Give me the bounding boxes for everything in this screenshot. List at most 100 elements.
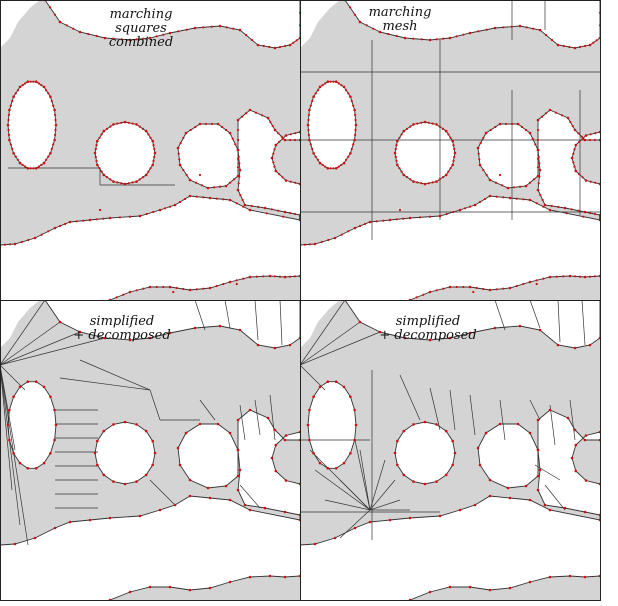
vertex-dot: [293, 138, 297, 142]
vertex-dot: [536, 138, 540, 142]
mesh-edge: [149, 479, 176, 506]
vertex-dot: [87, 32, 90, 36]
vertex-dot: [524, 128, 528, 132]
vertex-dot: [40, 233, 43, 236]
vertex-dot: [598, 574, 600, 578]
mesh-edge: [149, 389, 161, 421]
vertex-dot: [47, 155, 50, 158]
vertex-dot: [208, 286, 212, 290]
vertex-dot: [168, 585, 172, 589]
vertex-dot: [32, 167, 35, 170]
vertex-dot: [298, 24, 300, 27]
vertex-dot: [144, 473, 148, 477]
vertex-dot: [298, 574, 300, 578]
vertex-dot: [63, 222, 67, 226]
vertex-dot: [428, 338, 432, 342]
vertex-dot: [468, 585, 472, 589]
vertex-dot: [396, 463, 399, 467]
vertex-dot: [318, 85, 322, 89]
vertex-dot: [420, 182, 423, 185]
vertex-dot: [593, 212, 597, 216]
vertex-dot: [236, 138, 240, 142]
vertex-dot: [243, 203, 247, 207]
vertex-dot: [193, 326, 197, 330]
mesh-edge: [494, 300, 506, 331]
vertex-dot: [295, 39, 298, 42]
vertex-dot: [329, 80, 332, 83]
vertex-dot: [42, 85, 46, 89]
vertex-dot: [175, 286, 178, 290]
boundary-edge: [477, 123, 539, 189]
vertex-dot: [327, 457, 330, 460]
vertex-dot: [478, 463, 482, 467]
vertex-dot: [583, 44, 587, 48]
vertex-dot: [314, 155, 317, 158]
vertex-dot: [206, 486, 210, 490]
mesh-edge: [359, 449, 371, 511]
vertex-dot: [574, 169, 578, 173]
vertex-dot: [236, 418, 240, 422]
vertex-dot: [488, 478, 492, 482]
vertex-dot: [352, 104, 355, 107]
vertex-dot: [298, 438, 300, 442]
mesh-edge: [300, 321, 361, 366]
vertex-dot: [18, 461, 22, 465]
vertex-dot: [142, 37, 145, 40]
vertex-dot: [42, 161, 46, 165]
vertex-dot: [354, 128, 357, 132]
vertex-dot: [409, 178, 412, 181]
vertex-dot: [162, 285, 165, 289]
mesh-edge: [0, 331, 81, 366]
gray-region-bottom: [110, 576, 300, 600]
vertex-dot: [506, 186, 510, 190]
vertex-dot: [268, 274, 272, 278]
vertex-dot: [536, 118, 540, 122]
vertex-dot: [163, 207, 167, 210]
vertex-dot: [34, 80, 38, 83]
vertex-dot: [536, 448, 540, 452]
vertex-dot: [244, 33, 248, 37]
vertex-dot: [570, 156, 574, 160]
vertex-dot: [144, 129, 148, 133]
vertex-dot: [152, 144, 155, 147]
vertex-dot: [548, 408, 552, 412]
vertex-dot: [268, 45, 271, 49]
vertex-dot: [14, 92, 17, 95]
vertex-dot: [502, 196, 505, 199]
vertex-dot: [135, 423, 138, 426]
vertex-dot: [102, 429, 106, 433]
mesh-edge: [569, 399, 576, 441]
vertex-dot: [333, 236, 337, 240]
vertex-dot: [16, 158, 19, 161]
vertex-dot: [449, 136, 452, 139]
vertex-dot: [345, 158, 348, 161]
vertex-dot: [548, 275, 552, 279]
mesh-edge: [254, 399, 261, 436]
vertex-dot: [477, 152, 480, 155]
vertex-dot: [482, 136, 485, 140]
vertex-dot: [316, 138, 318, 140]
vertex-dot: [88, 218, 92, 222]
vertex-dot: [8, 108, 11, 112]
vertex-dot: [68, 520, 72, 524]
vertex-dot: [594, 181, 597, 184]
vertex-dot: [532, 27, 535, 30]
vertex-dot: [298, 11, 300, 14]
vertex-dot: [598, 513, 600, 517]
vertex-dot: [228, 580, 232, 584]
vertex-dot: [473, 503, 477, 507]
vertex-dot: [528, 580, 532, 584]
vertex-dot: [95, 144, 98, 147]
mesh-edge: [300, 331, 381, 366]
vertex-dot: [314, 92, 317, 95]
vertex-dot: [288, 138, 292, 142]
mesh-edge: [279, 300, 283, 346]
vertex-dot: [594, 132, 597, 135]
vertex-dot: [168, 331, 172, 335]
vertex-dot: [608, 181, 610, 183]
vertex-dot: [273, 275, 277, 278]
vertex-dot: [452, 210, 455, 214]
mesh-edge: [0, 364, 21, 526]
vertex-dot: [573, 128, 577, 132]
vertex-dot: [188, 288, 192, 292]
